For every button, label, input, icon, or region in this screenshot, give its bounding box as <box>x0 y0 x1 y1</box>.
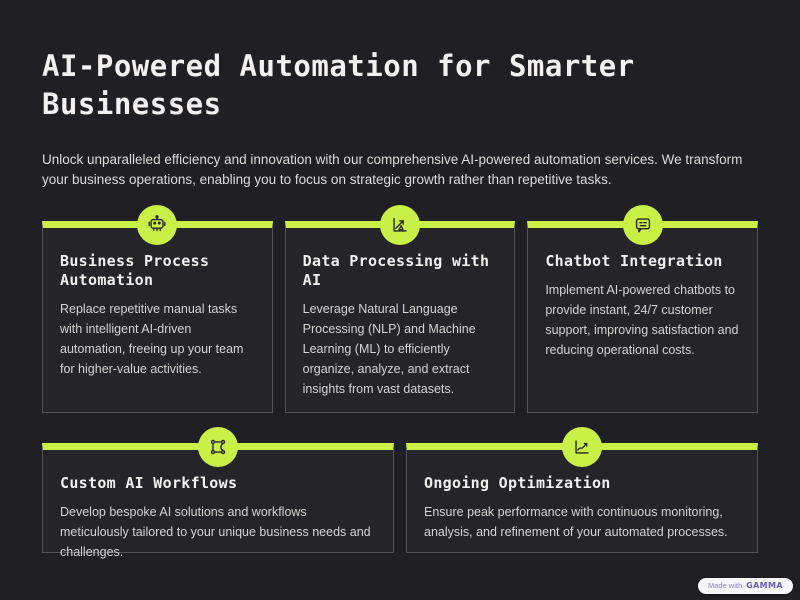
card-title: Business Process Automation <box>60 252 210 289</box>
card-chatbot-integration: Chatbot Integration Implement AI-powered… <box>527 205 758 413</box>
page-subtitle: Unlock unparalleled efficiency and innov… <box>42 152 743 187</box>
card-data-processing-with-ai: Data Processing with AI Leverage Natural… <box>284 205 516 413</box>
page-title: AI-Powered Automation for Smarter Busine… <box>42 49 635 121</box>
line-chart-icon <box>562 427 602 467</box>
badge-prefix-label: Made with <box>707 581 743 590</box>
gamma-logo: GAMMA <box>746 581 783 590</box>
chart-trend-arrow-icon <box>379 205 420 245</box>
card-description: Leverage Natural Language Processing (NL… <box>302 302 476 396</box>
card-title: Custom AI Workflows <box>60 474 238 492</box>
vector-nodes-icon <box>198 427 238 467</box>
service-cards-row-2: Custom AI Workflows Develop bespoke AI s… <box>42 427 758 559</box>
chat-bubble-icon <box>622 205 663 245</box>
card-description: Implement AI-powered chatbots to provide… <box>545 283 739 357</box>
robot-icon <box>137 205 178 245</box>
service-cards-row-1: Business Process Automation Replace repe… <box>42 205 758 413</box>
card-description: Develop bespoke AI solutions and workflo… <box>60 505 371 559</box>
card-business-process-automation: Business Process Automation Replace repe… <box>42 205 273 413</box>
card-custom-ai-workflows: Custom AI Workflows Develop bespoke AI s… <box>42 427 394 559</box>
card-title: Chatbot Integration <box>545 252 723 270</box>
card-description: Replace repetitive manual tasks with int… <box>60 302 244 376</box>
card-ongoing-optimization: Ongoing Optimization Ensure peak perform… <box>406 427 758 553</box>
card-description: Ensure peak performance with continuous … <box>424 505 728 539</box>
card-title: Data Processing with AI <box>302 252 490 289</box>
card-title: Ongoing Optimization <box>424 474 611 492</box>
made-with-gamma-badge[interactable]: Made with GAMMA <box>697 578 793 594</box>
